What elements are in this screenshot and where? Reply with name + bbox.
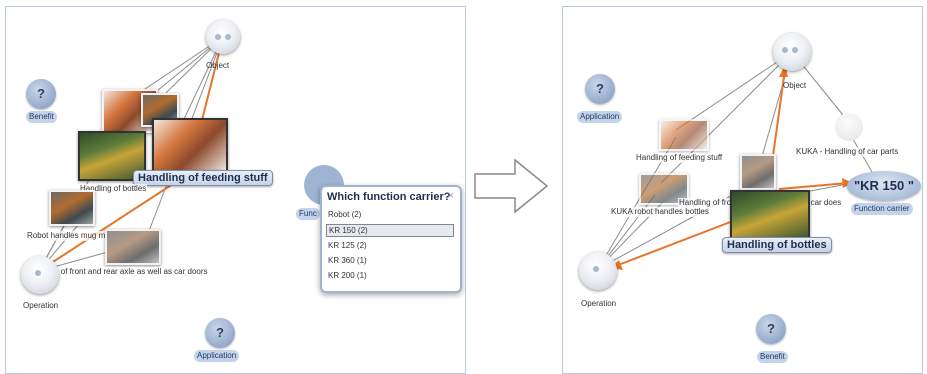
benefit-question-icon[interactable]: ? bbox=[756, 314, 786, 344]
benefit-label: Benefit bbox=[26, 111, 57, 123]
feeding-stuff-callout[interactable]: Handling of feeding stuff bbox=[133, 170, 273, 186]
dialog-option-kr125[interactable]: KR 125 (2) bbox=[328, 241, 367, 250]
kr150-badge[interactable]: "KR 150 " bbox=[847, 171, 921, 201]
application-label: Application bbox=[577, 111, 623, 123]
car-does-label: ...ell as car does bbox=[782, 198, 843, 208]
object-node[interactable] bbox=[773, 33, 811, 71]
car-doors-label: ...ng of front and rear axle as well as … bbox=[42, 267, 209, 277]
dialog-option-kr360[interactable]: KR 360 (1) bbox=[328, 256, 367, 265]
handling-fro-label: Handling of fro bbox=[678, 198, 733, 208]
application-question-icon[interactable]: ? bbox=[585, 74, 615, 104]
photo-node-car-doors[interactable] bbox=[740, 154, 776, 190]
application-question-icon[interactable]: ? bbox=[205, 318, 235, 348]
operation-node[interactable] bbox=[21, 256, 59, 294]
bottles-callout[interactable]: Handling of bottles bbox=[722, 237, 832, 253]
object-node[interactable] bbox=[206, 20, 240, 54]
right-diagram-panel: Object ? Application Handling of feeding… bbox=[562, 6, 923, 374]
object-label: Object bbox=[783, 81, 807, 90]
left-diagram-panel: Object ? Benefit Handling of feeding stu… bbox=[5, 6, 466, 374]
feeding-stuff-label: Handling of feeding stuff bbox=[635, 153, 724, 163]
dialog-title: Which function carrier? bbox=[327, 191, 451, 203]
dialog-option-kr150[interactable]: KR 150 (2) bbox=[326, 224, 454, 237]
function-carrier-label: Function carrier bbox=[851, 203, 913, 215]
photo-node-bottles[interactable] bbox=[730, 190, 810, 240]
car-parts-node[interactable] bbox=[835, 113, 863, 141]
photo-node-feeding-stuff[interactable] bbox=[659, 119, 709, 151]
photo-node-feeding-stuff[interactable] bbox=[152, 118, 228, 174]
function-carrier-dialog: Which function carrier? × Robot (2) KR 1… bbox=[320, 185, 462, 293]
benefit-question-icon[interactable]: ? bbox=[26, 79, 56, 109]
dialog-option-robot[interactable]: Robot (2) bbox=[328, 210, 362, 219]
photo-node-mug[interactable] bbox=[49, 190, 95, 226]
application-label: Application bbox=[194, 350, 240, 362]
robot-mug-label: Robot handles mug mater... bbox=[26, 231, 127, 241]
operation-label: Operation bbox=[581, 299, 617, 308]
kuka-bottles-label: KUKA robot handles bottles bbox=[610, 207, 710, 217]
kuka-car-parts-label: KUKA - Handling of car parts bbox=[795, 147, 900, 157]
photo-node-kuka-bottles[interactable] bbox=[639, 173, 689, 205]
object-label: Object bbox=[206, 61, 230, 70]
dialog-option-kr200[interactable]: KR 200 (1) bbox=[328, 271, 367, 280]
dialog-close-button[interactable]: × bbox=[447, 190, 454, 202]
operation-label: Operation bbox=[23, 301, 59, 310]
transition-arrow-icon bbox=[474, 158, 549, 214]
photo-node-car-doors[interactable] bbox=[105, 229, 161, 265]
benefit-label: Benefit bbox=[757, 351, 788, 363]
operation-node[interactable] bbox=[579, 252, 617, 290]
handling-bottles-label: Handling of bottles bbox=[79, 184, 148, 194]
function-carrier-label: Func bbox=[296, 208, 320, 220]
